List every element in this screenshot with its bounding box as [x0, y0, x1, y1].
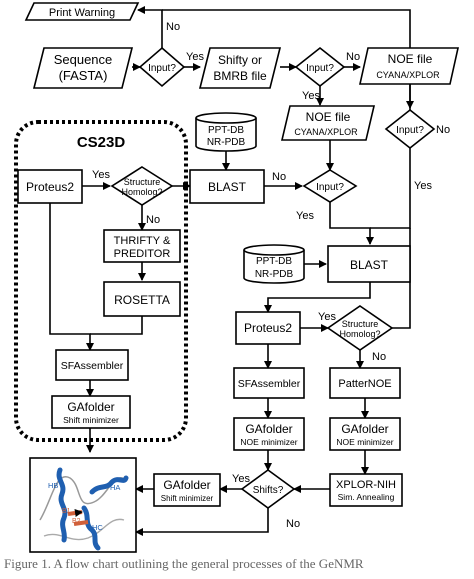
gafolder-noe1-label: GAfolder: [245, 422, 292, 436]
sfassembler-right-node: SFAssembler: [233, 367, 305, 399]
gafolder-bottom-node: GAfolder Shift minimizer: [153, 473, 221, 507]
gafolder-noe2-label: GAfolder: [341, 422, 388, 436]
sequence-node: Sequence (FASTA): [32, 47, 134, 89]
rosetta-label: ROSETTA: [114, 293, 170, 307]
shifty-label: Shifty or: [218, 53, 262, 67]
connectors: [49, 6, 414, 536]
structure-homolog-right-line2: Homolog?: [339, 329, 380, 339]
input1-label: Input?: [148, 63, 176, 74]
edge-labels: No Yes No Yes No Yes Yes No No Yes Yes N…: [92, 21, 450, 530]
gafolder-left-node: GAfolder Shift minimizer: [51, 395, 131, 429]
edge-label-yes-shifts: Yes: [232, 473, 250, 485]
edge-label-no-homolog-left: No: [146, 214, 160, 226]
database-2-node: PPT-DB NR-PDB: [243, 244, 305, 284]
xplor-nih-node: XPLOR-NIH Sim. Annealing: [329, 473, 403, 507]
print-warning-node: Print Warning: [24, 2, 140, 21]
edge-label-yes-input2: Yes: [302, 90, 320, 102]
gafolder-noe2-node: GAfolder NOE minimizer: [329, 417, 401, 451]
noe-file-top-sub-label: CYANA/XPLOR: [376, 70, 440, 80]
gafolder-bottom-label: GAfolder: [163, 478, 210, 492]
gafolder-left-sub-label: Shift minimizer: [63, 415, 119, 425]
proteus2-right-label: Proteus2: [244, 321, 292, 335]
structure-homolog-right-decision: Structure Homolog?: [326, 305, 394, 351]
input4-label: Input?: [316, 182, 344, 193]
thrifty-line2: PREDITOR: [114, 248, 171, 260]
proteus2-left-label: Proteus2: [26, 180, 74, 194]
shifty-node: Shifty or BMRB file: [198, 47, 282, 89]
database-1-line2: NR-PDB: [207, 137, 246, 148]
edge-label-yes-input4: Yes: [296, 210, 314, 222]
database-2-line2: NR-PDB: [255, 269, 294, 280]
sequence-sub-label: (FASTA): [59, 68, 108, 83]
edge-label-no-input1: No: [166, 21, 180, 33]
edge-label-yes-homolog-left: Yes: [92, 169, 110, 181]
gafolder-noe1-sub-label: NOE minimizer: [240, 437, 297, 447]
helix-hb-label: HB: [48, 481, 58, 490]
noe-file-top-node: NOE file CYANA/XPLOR: [359, 47, 459, 85]
strand-b2-label: B2: [72, 518, 81, 525]
proteus2-right-node: Proteus2: [235, 311, 301, 345]
edge-label-no-shifts: No: [286, 518, 300, 530]
rosetta-node: ROSETTA: [103, 281, 181, 317]
edge-label-yes-input3: Yes: [414, 180, 432, 192]
structure-homolog-left-decision: Structure Homolog?: [110, 166, 174, 206]
helix-ha-label: HA: [110, 483, 120, 492]
shifty-sub-label: BMRB file: [213, 69, 267, 83]
thrifty-preditor-node: THRIFTY & PREDITOR: [103, 229, 181, 263]
edge-label-no-input2: No: [346, 51, 360, 63]
sfassembler-left-label: SFAssembler: [61, 360, 124, 372]
blast-1-label: BLAST: [208, 180, 247, 194]
edge-label-no-homolog-right: No: [372, 351, 386, 363]
blast-2-label: BLAST: [350, 258, 389, 272]
input2-label: Input?: [306, 63, 334, 74]
input3-decision: Input?: [384, 108, 436, 150]
input1-decision: Input?: [138, 46, 186, 88]
helix-hc-label: HC: [92, 523, 103, 532]
shifts-decision: Shifts?: [240, 469, 296, 509]
database-1-line1: PPT-DB: [208, 125, 244, 136]
edge-label-no-input3: No: [436, 124, 450, 136]
sequence-label: Sequence: [54, 52, 113, 67]
input4-decision: Input?: [302, 169, 358, 203]
cs23d-group: [14, 120, 188, 442]
gafolder-noe1-node: GAfolder NOE minimizer: [233, 417, 305, 451]
xplor-sub-label: Sim. Annealing: [338, 492, 395, 502]
sfassembler-left-node: SFAssembler: [55, 349, 129, 381]
noe-file-mid-node: NOE file CYANA/XPLOR: [280, 105, 376, 141]
edge-label-no-blast1: No: [272, 171, 286, 183]
flowchart-diagram: Print Warning Sequence (FASTA) Input? Sh…: [14, 2, 459, 553]
shifts-label: Shifts?: [253, 485, 284, 496]
patternoe-node: PatterNOE: [329, 367, 401, 399]
sfassembler-right-label: SFAssembler: [238, 378, 301, 390]
gafolder-left-label: GAfolder: [67, 400, 114, 414]
edge-label-yes-homolog-right: Yes: [318, 311, 336, 323]
noe-file-top-label: NOE file: [388, 52, 433, 66]
figure-caption: Figure 1. A flow chart outlining the gen…: [4, 556, 364, 571]
noe-file-mid-sub-label: CYANA/XPLOR: [294, 127, 358, 137]
cs23d-title: CS23D: [77, 134, 126, 151]
structure-homolog-left-line1: Structure: [124, 177, 161, 187]
xplor-label: XPLOR-NIH: [336, 479, 396, 491]
gafolder-noe2-sub-label: NOE minimizer: [336, 437, 393, 447]
gafolder-bottom-sub-label: Shift minimizer: [161, 494, 214, 503]
database-1-node: PPT-DB NR-PDB: [195, 112, 257, 152]
strand-b1-label: B1: [62, 508, 71, 515]
patternoe-label: PatterNOE: [338, 378, 391, 390]
input2-decision: Input?: [294, 46, 346, 88]
noe-file-mid-label: NOE file: [306, 110, 351, 124]
input3-label: Input?: [396, 125, 424, 136]
protein-structure-image: HB HA B1 B2 HC: [29, 457, 137, 553]
structure-homolog-left-line2: Homolog?: [121, 187, 162, 197]
blast-2-node: BLAST: [327, 245, 411, 283]
print-warning-label: Print Warning: [49, 7, 115, 19]
edge-label-yes-input1: Yes: [186, 51, 204, 63]
thrifty-line1: THRIFTY &: [114, 235, 171, 247]
proteus2-left-node: Proteus2: [17, 169, 83, 204]
database-2-line1: PPT-DB: [256, 256, 292, 267]
structure-homolog-right-line1: Structure: [342, 319, 379, 329]
blast-1-node: BLAST: [189, 169, 265, 204]
